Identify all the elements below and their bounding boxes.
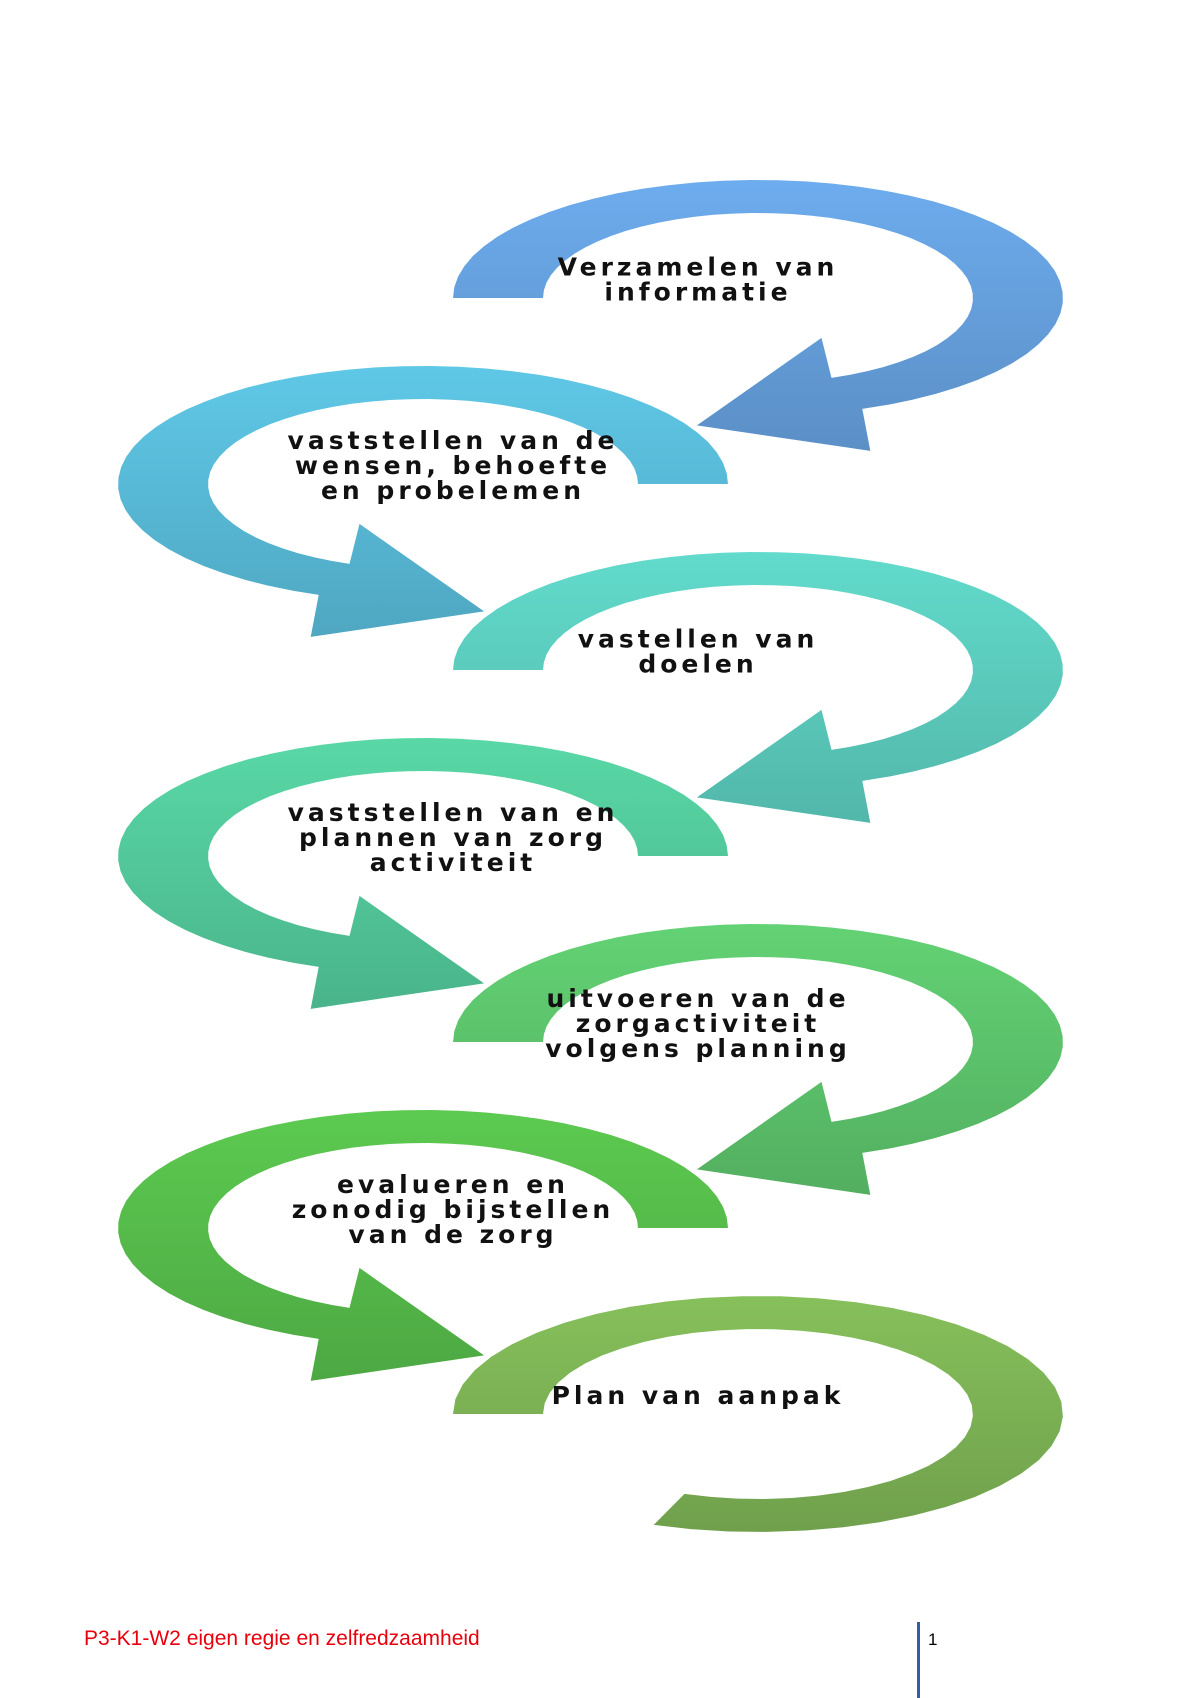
cycle-arrow-6 (118, 1110, 728, 1381)
cycle-arrow-5 (453, 924, 1063, 1195)
step-label-line: evalueren en (337, 1170, 569, 1199)
step-label-line: Plan van aanpak (552, 1381, 845, 1410)
step-label-line: wensen, behoefte (295, 451, 611, 480)
cycle-arrow-7 (453, 1296, 1063, 1532)
step-label-line: vaststellen van en (288, 798, 619, 827)
step-label-line: van de zorg (348, 1220, 557, 1249)
step-label-line: en probelemen (321, 476, 585, 505)
cycle-arrow-3 (453, 552, 1063, 823)
step-label-line: informatie (604, 278, 791, 307)
step-label-line: vaststellen van de (288, 426, 619, 455)
footer-divider (917, 1622, 920, 1698)
step-label-line: doelen (638, 650, 757, 679)
step-label-line: activiteit (370, 848, 537, 877)
step-label-line: zorgactiviteit (576, 1009, 820, 1038)
step-label-line: uitvoeren van de (546, 984, 849, 1013)
cycle-arrow-4 (118, 738, 728, 1009)
step-label-7: Plan van aanpak (552, 1381, 845, 1410)
footer-title: P3-K1-W2 eigen regie en zelfredzaamheid (84, 1627, 480, 1650)
step-label-line: volgens planning (545, 1034, 850, 1063)
step-label-line: zonodig bijstellen (292, 1195, 614, 1224)
page-number: 1 (928, 1630, 938, 1649)
step-label-line: Verzamelen van (558, 253, 839, 282)
step-label-line: plannen van zorg (299, 823, 607, 852)
cycle-arrow-1 (453, 180, 1063, 451)
step-label-line: vastellen van (578, 625, 819, 654)
cycle-arrow-2 (118, 366, 728, 637)
